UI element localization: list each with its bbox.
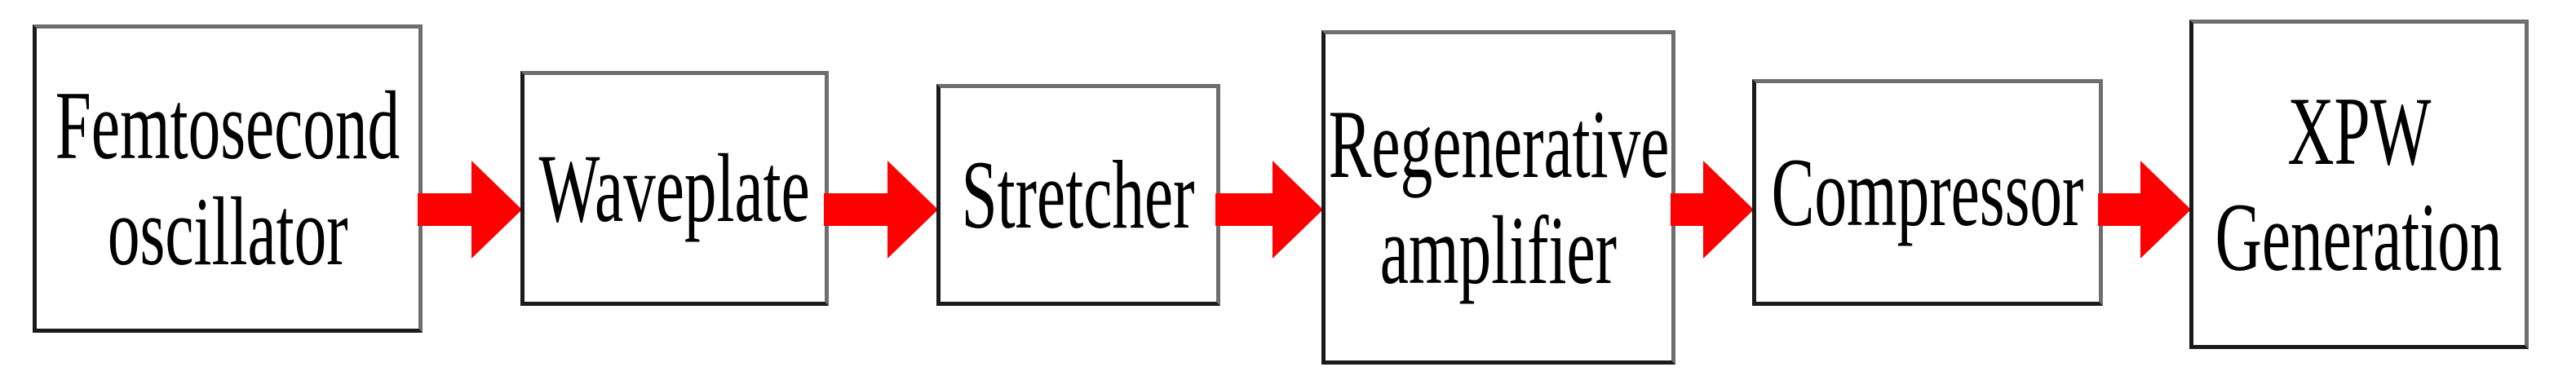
arrow-shaft: [824, 193, 889, 226]
block-xpw-generation: XPW Generation: [2189, 20, 2529, 349]
block-label-line: XPW: [2286, 77, 2431, 186]
arrow-shaft: [1671, 193, 1705, 226]
block-label-line: Generation: [2215, 183, 2503, 291]
flow-arrow: [1671, 161, 1754, 259]
block-label-line: Stretcher: [962, 140, 1195, 250]
block-label-line: amplifier: [1379, 196, 1618, 304]
flow-arrow: [824, 161, 938, 259]
arrow-head-icon: [1703, 161, 1754, 259]
block-stretcher: Stretcher: [936, 84, 1220, 306]
arrow-head-icon: [2140, 161, 2191, 259]
arrow-shaft: [2098, 193, 2142, 226]
flow-arrow: [2098, 161, 2191, 259]
arrow-shaft: [1215, 193, 1274, 226]
block-regenerative-amplifier: Regenerative amplifier: [1321, 30, 1675, 365]
arrow-head-icon: [471, 161, 522, 259]
block-label-line: Regenerative: [1328, 90, 1669, 199]
block-femtosecond-oscillator: Femtosecond oscillator: [33, 24, 423, 333]
block-waveplate: Waveplate: [520, 71, 829, 306]
arrow-head-icon: [1273, 161, 1323, 259]
block-label-line: oscillator: [107, 177, 348, 285]
flow-arrow: [1215, 161, 1323, 259]
flow-arrow: [418, 161, 522, 259]
block-compressor: Compressor: [1752, 79, 2103, 306]
block-label-line: Femtosecond: [55, 71, 401, 180]
arrow-head-icon: [887, 161, 938, 259]
arrow-shaft: [418, 193, 473, 226]
block-label-line: Compressor: [1771, 138, 2084, 247]
block-label-line: Waveplate: [538, 134, 811, 243]
